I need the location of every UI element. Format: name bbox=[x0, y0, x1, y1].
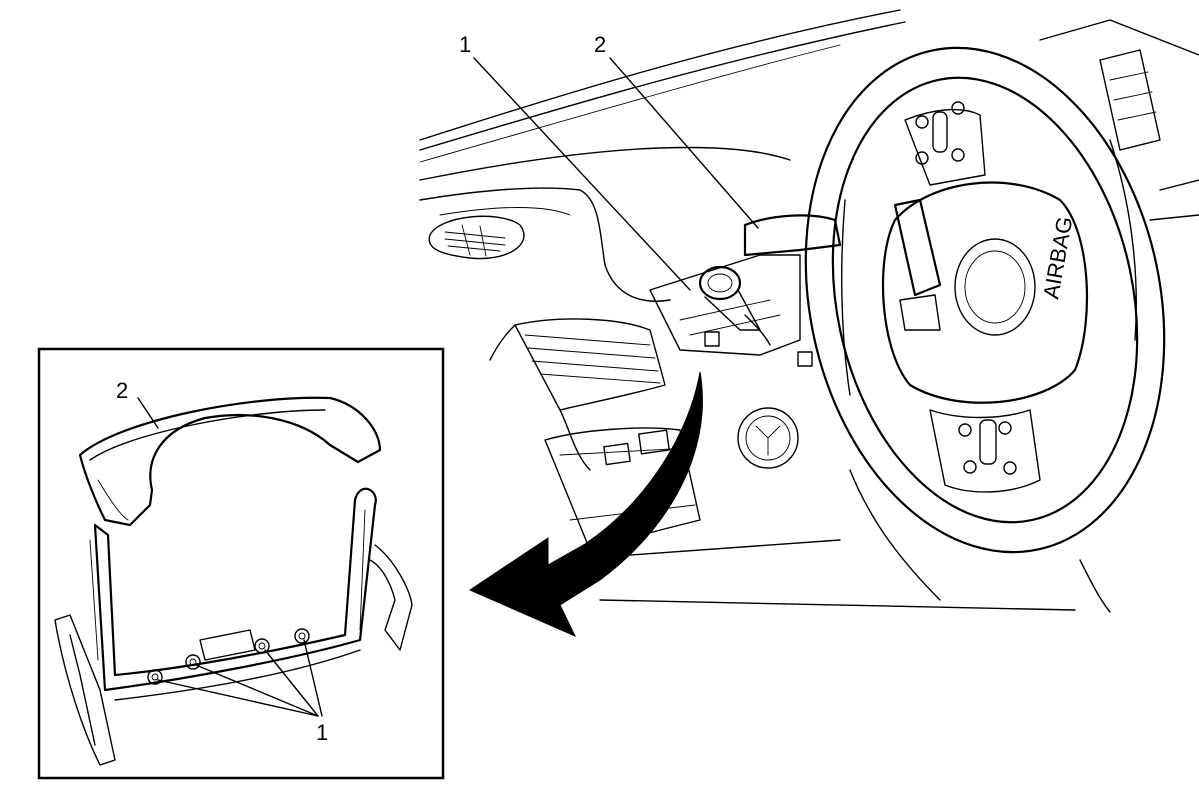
multifunction-stalk bbox=[698, 265, 771, 346]
lower-trim-cover bbox=[54, 487, 413, 766]
upper-trim-cover bbox=[78, 396, 382, 527]
upper-switch-pad bbox=[915, 101, 965, 165]
fasteners bbox=[147, 628, 310, 685]
inset-callout-1: 1 bbox=[316, 720, 328, 745]
main-callout-1: 1 bbox=[459, 32, 471, 57]
main-callout-2: 2 bbox=[594, 32, 606, 57]
airbag-badge: AIRBAG bbox=[1038, 215, 1077, 301]
inset-leader-lines bbox=[137, 397, 323, 717]
windshield-edge bbox=[419, 9, 1199, 163]
removal-arrow bbox=[468, 371, 703, 638]
steering-wheel: AIRBAG bbox=[804, 46, 1166, 613]
lower-switch-pad bbox=[958, 419, 1017, 475]
ignition-switch bbox=[737, 407, 799, 469]
center-air-vent bbox=[489, 318, 666, 471]
dashboard-scene: AIRBAG 1 2 bbox=[419, 9, 1199, 613]
dash-upper-surface bbox=[419, 146, 791, 302]
left-upper-air-vent bbox=[428, 215, 525, 260]
main-leader-lines bbox=[473, 57, 759, 291]
right-air-vent bbox=[1099, 49, 1199, 221]
steering-column-cover bbox=[649, 214, 842, 367]
inset-detail-panel: 2 1 bbox=[37, 347, 445, 780]
inset-callout-2: 2 bbox=[116, 378, 128, 403]
